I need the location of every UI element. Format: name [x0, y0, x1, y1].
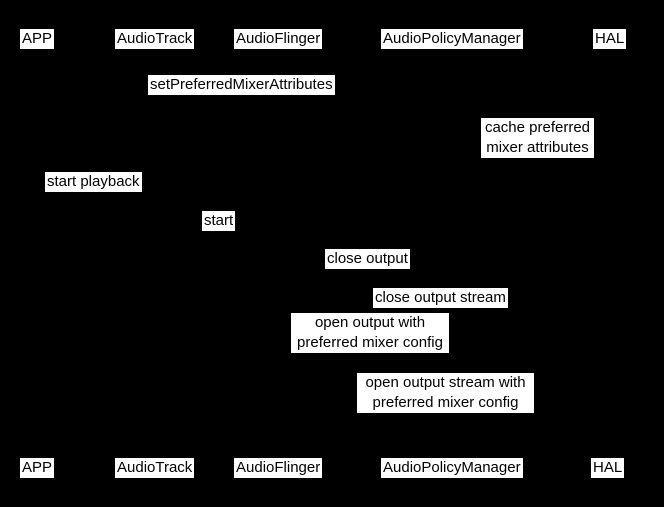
participant-hal-top: HAL — [593, 29, 627, 49]
message-start-playback: start playback — [45, 172, 142, 192]
participant-audiotrack-bottom: AudioTrack — [115, 458, 195, 478]
participant-audioflinger-bottom: AudioFlinger — [234, 458, 323, 478]
message-open-output-stream-with-preferred-mixer-config: open output stream with preferred mixer … — [357, 373, 534, 413]
message-set-preferred-mixer-attributes: setPreferredMixerAttributes — [148, 75, 335, 95]
participant-app-top: APP — [20, 29, 55, 49]
participant-audiopolicymanager-top: AudioPolicyManager — [381, 29, 523, 49]
participant-app-bottom: APP — [20, 458, 55, 478]
participant-audiotrack-top: AudioTrack — [115, 29, 195, 49]
participant-hal-bottom: HAL — [591, 458, 625, 478]
participant-audiopolicymanager-bottom: AudioPolicyManager — [381, 458, 523, 478]
message-close-output: close output — [325, 249, 410, 269]
participant-audioflinger-top: AudioFlinger — [234, 29, 323, 49]
message-open-output-with-preferred-mixer-config: open output with preferred mixer config — [291, 313, 449, 353]
message-close-output-stream: close output stream — [373, 288, 508, 308]
message-cache-preferred-mixer-attributes: cache preferred mixer attributes — [481, 118, 594, 158]
message-start: start — [202, 211, 236, 231]
